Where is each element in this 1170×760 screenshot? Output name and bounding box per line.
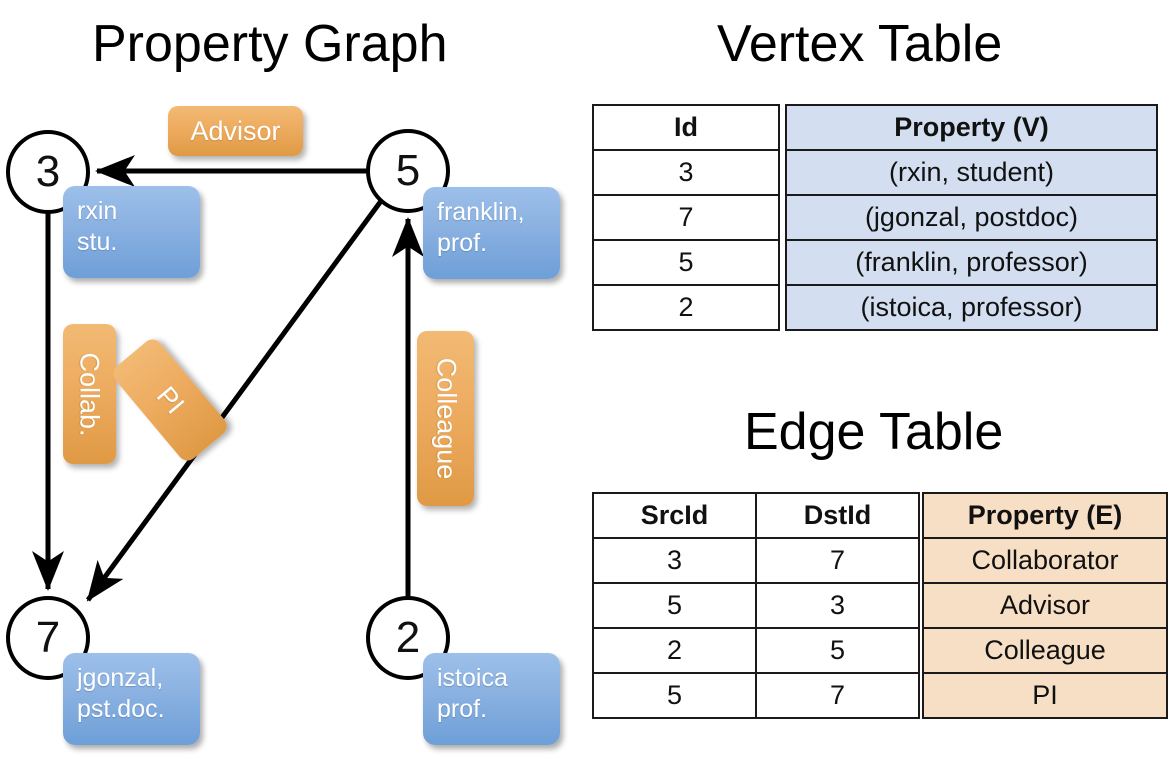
edge-row-0-property: Collaborator xyxy=(922,537,1168,584)
edge-row-2-property: Colleague xyxy=(922,627,1168,674)
table-row[interactable]: (jgonzal, postdoc) xyxy=(785,194,1158,241)
edge-row-0-src: 3 xyxy=(592,537,757,584)
node-property-box-3-line1: rxin xyxy=(77,197,118,225)
table-row[interactable]: PI xyxy=(922,672,1168,719)
vertex-row-1-id: 7 xyxy=(592,194,780,241)
table-row[interactable]: Colleague xyxy=(922,627,1168,674)
edge-label-pi-text: PI xyxy=(150,380,191,420)
vertex-row-1-property: (jgonzal, postdoc) xyxy=(785,194,1158,241)
vertex-row-3-property: (istoica, professor) xyxy=(785,284,1158,331)
edge-table-property-column: Property (E) Collaborator Advisor Collea… xyxy=(922,492,1168,719)
node-property-box-7-line2: pst.doc. xyxy=(77,694,165,723)
vertex-row-2-property: (franklin, professor) xyxy=(785,239,1158,286)
edge-row-2-src: 2 xyxy=(592,627,757,674)
table-row[interactable]: 3 7 xyxy=(592,537,920,584)
node-property-box-2[interactable]: istoica prof. xyxy=(423,653,560,745)
table-row[interactable]: (franklin, professor) xyxy=(785,239,1158,286)
node-property-box-2-line2: prof. xyxy=(437,694,488,723)
edge-row-1-dst: 3 xyxy=(755,582,920,629)
table-row[interactable]: 3 xyxy=(592,149,780,196)
vertex-table-header-id: Id xyxy=(592,104,780,151)
edge-row-2-dst: 5 xyxy=(755,627,920,674)
edge-label-advisor[interactable]: Advisor xyxy=(168,106,303,156)
table-row[interactable]: 7 xyxy=(592,194,780,241)
vertex-row-0-id: 3 xyxy=(592,149,780,196)
edge-row-3-src: 5 xyxy=(592,672,757,719)
vertex-row-0-property: (rxin, student) xyxy=(785,149,1158,196)
graph-node-5-label: 5 xyxy=(395,146,421,195)
table-row[interactable]: Collaborator xyxy=(922,537,1168,584)
edge-arrow-5-to-7 xyxy=(85,199,384,602)
page-title-edge-table: Edge Table xyxy=(744,403,1004,461)
table-row[interactable]: (istoica, professor) xyxy=(785,284,1158,331)
property-graph-diagram: 3 5 7 2 rxin stu. franklin, prof. jgonza… xyxy=(6,106,560,745)
edge-table-id-columns: SrcId DstId 3 7 5 3 2 5 5 7 xyxy=(592,492,920,719)
node-property-box-5-line2: prof. xyxy=(437,228,488,257)
node-property-box-2-line1: istoica xyxy=(437,664,508,692)
table-row[interactable]: (rxin, student) xyxy=(785,149,1158,196)
table-row[interactable]: 5 7 xyxy=(592,672,920,719)
graph-node-2-label: 2 xyxy=(395,613,421,662)
vertex-table-id-column: Id 3 7 5 2 xyxy=(592,104,780,331)
edge-label-colleague-text: Colleague xyxy=(431,357,461,480)
vertex-table-property-column: Property (V) (rxin, student) (jgonzal, p… xyxy=(785,104,1158,331)
edge-row-0-dst: 7 xyxy=(755,537,920,584)
edge-row-1-property: Advisor xyxy=(922,582,1168,629)
table-row[interactable]: 5 xyxy=(592,239,780,286)
node-property-box-7[interactable]: jgonzal, pst.doc. xyxy=(63,653,200,745)
graph-node-7-label: 7 xyxy=(35,613,61,662)
edge-label-collab[interactable]: Collab. xyxy=(63,324,116,464)
edge-row-3-dst: 7 xyxy=(755,672,920,719)
edge-label-advisor-text: Advisor xyxy=(190,115,281,146)
table-header-row: Property (E) xyxy=(922,492,1168,539)
table-row[interactable]: 5 3 xyxy=(592,582,920,629)
graph-edges-layer xyxy=(32,155,424,602)
edge-label-collab-text: Collab. xyxy=(75,351,106,437)
graph-node-5[interactable]: 5 xyxy=(366,129,450,213)
vertex-row-2-id: 5 xyxy=(592,239,780,286)
node-property-box-5[interactable]: franklin, prof. xyxy=(423,187,560,279)
edge-table-header-srcid: SrcId xyxy=(592,492,757,539)
table-row[interactable]: 2 5 xyxy=(592,627,920,674)
edge-row-3-property: PI xyxy=(922,672,1168,719)
node-property-box-7-line1: jgonzal, xyxy=(77,664,164,692)
graph-node-2[interactable]: 2 xyxy=(366,596,450,680)
node-property-box-5-line1: franklin, xyxy=(437,198,525,226)
page-title-property-graph: Property Graph xyxy=(92,15,448,73)
edge-label-colleague[interactable]: Colleague xyxy=(417,331,474,506)
table-row[interactable]: Advisor xyxy=(922,582,1168,629)
table-header-row: Property (V) xyxy=(785,104,1158,151)
vertex-table-header-property: Property (V) xyxy=(785,104,1158,151)
edge-table-header-property: Property (E) xyxy=(922,492,1168,539)
node-property-box-3[interactable]: rxin stu. xyxy=(63,186,200,278)
edge-row-1-src: 5 xyxy=(592,582,757,629)
node-property-box-3-line2: stu. xyxy=(77,227,118,256)
edge-table-header-dstid: DstId xyxy=(755,492,920,539)
table-row[interactable]: 2 xyxy=(592,284,780,331)
table-header-row: SrcId DstId xyxy=(592,492,920,539)
vertex-row-3-id: 2 xyxy=(592,284,780,331)
graph-node-3-label: 3 xyxy=(35,147,61,196)
page-title-vertex-table: Vertex Table xyxy=(717,15,1003,73)
table-header-row: Id xyxy=(592,104,780,151)
